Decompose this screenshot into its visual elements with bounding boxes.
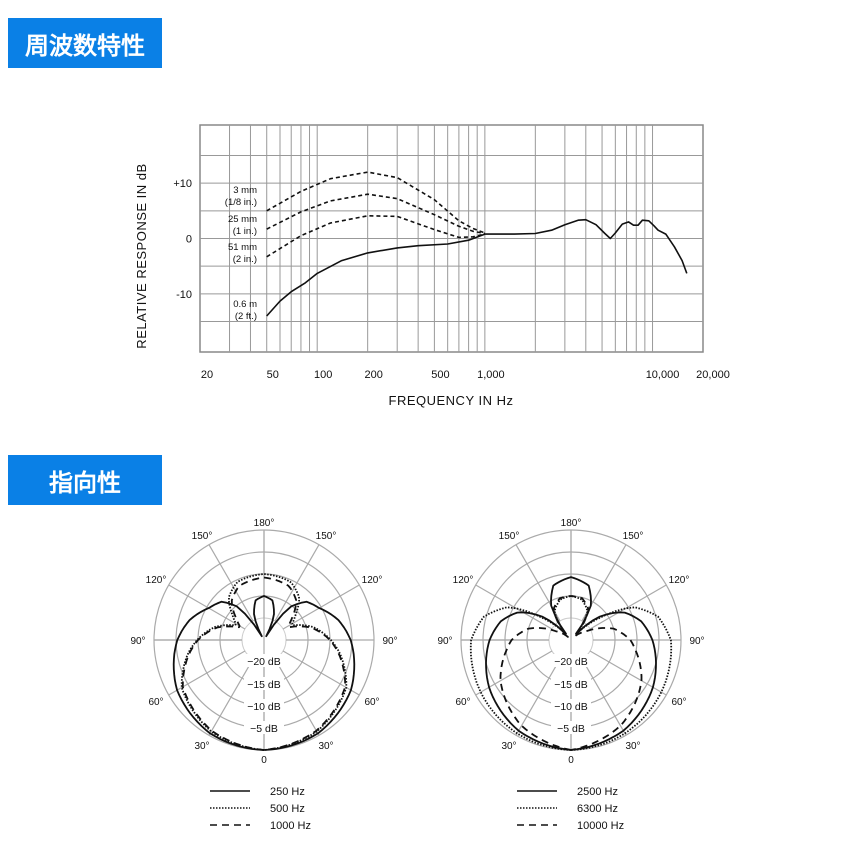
- legend-label: 2500 Hz: [577, 786, 618, 798]
- angle-label: 30°: [318, 741, 333, 752]
- x-tick-label: 20: [201, 369, 213, 381]
- ring-label: −15 dB: [554, 679, 588, 691]
- ring-label: −5 dB: [557, 723, 585, 735]
- polar-curve-10000-Hz: [499, 595, 643, 751]
- angle-label: 90°: [130, 636, 145, 647]
- ring-label: −20 dB: [247, 656, 281, 668]
- y-tick-label: -10: [176, 289, 192, 301]
- polar-spoke: [168, 650, 246, 696]
- ring-label-bg: [551, 721, 591, 734]
- polar-curve-1000-Hz: [181, 576, 347, 751]
- legend-label: 1000 Hz: [270, 820, 311, 832]
- ring-label-bg: [551, 699, 591, 712]
- angle-label: 120°: [362, 575, 383, 586]
- polar-curve-500-Hz: [180, 573, 348, 751]
- x-tick-label: 1,000: [477, 369, 505, 381]
- series-line-51-mm: [266, 215, 486, 258]
- polar-spoke: [282, 650, 360, 696]
- x-tick-label: 500: [431, 369, 449, 381]
- polar-spoke: [475, 584, 553, 630]
- legend-label: 500 Hz: [270, 803, 305, 815]
- ring-label-bg: [244, 654, 284, 667]
- y-tick-label: 0: [186, 234, 192, 246]
- series-label: 3 mm: [233, 185, 257, 196]
- y-tick-label: +10: [173, 178, 192, 190]
- series-label-sub: (1/8 in.): [225, 197, 257, 208]
- angle-label: 60°: [148, 697, 163, 708]
- polar-spoke: [274, 544, 320, 622]
- ring-label-bg: [244, 721, 284, 734]
- angle-label: 150°: [192, 531, 213, 542]
- x-tick-label: 200: [364, 369, 382, 381]
- ring-label: −10 dB: [247, 701, 281, 713]
- x-tick-label: 100: [314, 369, 332, 381]
- angle-label: 150°: [316, 531, 337, 542]
- x-tick-label: 50: [267, 369, 279, 381]
- ring-label: −15 dB: [247, 679, 281, 691]
- series-line-25-mm: [266, 193, 486, 235]
- polar-spoke: [208, 544, 254, 622]
- legend-label: 250 Hz: [270, 786, 305, 798]
- angle-label: 60°: [364, 697, 379, 708]
- polar-spoke: [581, 658, 627, 736]
- ring-label-bg: [244, 677, 284, 690]
- angle-label: 0: [261, 755, 267, 766]
- angle-label: 120°: [453, 575, 474, 586]
- series-label-sub: (2 in.): [233, 254, 257, 265]
- x-axis-label: FREQUENCY IN Hz: [389, 393, 514, 408]
- angle-label: 30°: [501, 741, 516, 752]
- angle-label: 150°: [623, 531, 644, 542]
- polar-curve-2500-Hz: [485, 576, 657, 751]
- ring-label: −10 dB: [554, 701, 588, 713]
- polar-spoke: [208, 658, 254, 736]
- angle-label: 0: [568, 755, 574, 766]
- polar-spoke: [589, 584, 667, 630]
- ring-label: −20 dB: [554, 656, 588, 668]
- x-tick-label: 20,000: [696, 369, 730, 381]
- polar-curve-250-Hz: [172, 595, 356, 751]
- polar-spoke: [274, 658, 320, 736]
- angle-label: 60°: [671, 697, 686, 708]
- angle-label: 180°: [561, 518, 582, 529]
- frequency-response-header: 周波数特性: [8, 18, 162, 68]
- polar-pattern-header: 指向性: [8, 455, 162, 505]
- angle-label: 30°: [625, 741, 640, 752]
- angle-label: 180°: [254, 518, 275, 529]
- series-label: 25 mm: [228, 214, 257, 225]
- angle-label: 90°: [437, 636, 452, 647]
- x-tick-label: 10,000: [646, 369, 680, 381]
- angle-label: 60°: [455, 697, 470, 708]
- ring-label-bg: [551, 677, 591, 690]
- angle-label: 90°: [382, 636, 397, 647]
- legend-label: 10000 Hz: [577, 820, 624, 832]
- angle-label: 120°: [146, 575, 167, 586]
- angle-label: 30°: [194, 741, 209, 752]
- angle-label: 150°: [499, 531, 520, 542]
- polar-spoke: [168, 584, 246, 630]
- ring-label: −5 dB: [250, 723, 278, 735]
- y-axis-label: RELATIVE RESPONSE IN dB: [134, 163, 149, 348]
- angle-label: 120°: [669, 575, 690, 586]
- polar-spoke: [282, 584, 360, 630]
- legend-label: 6300 Hz: [577, 803, 618, 815]
- series-label: 0.6 m: [233, 299, 257, 310]
- polar-spoke: [515, 658, 561, 736]
- series-line-3-mm: [266, 171, 486, 234]
- angle-label: 90°: [689, 636, 704, 647]
- series-label-sub: (1 in.): [233, 226, 257, 237]
- ring-label-bg: [551, 654, 591, 667]
- ring-label-bg: [244, 699, 284, 712]
- series-label-sub: (2 ft.): [235, 311, 257, 322]
- series-label: 51 mm: [228, 242, 257, 253]
- series-line-0-6-m: [266, 218, 688, 317]
